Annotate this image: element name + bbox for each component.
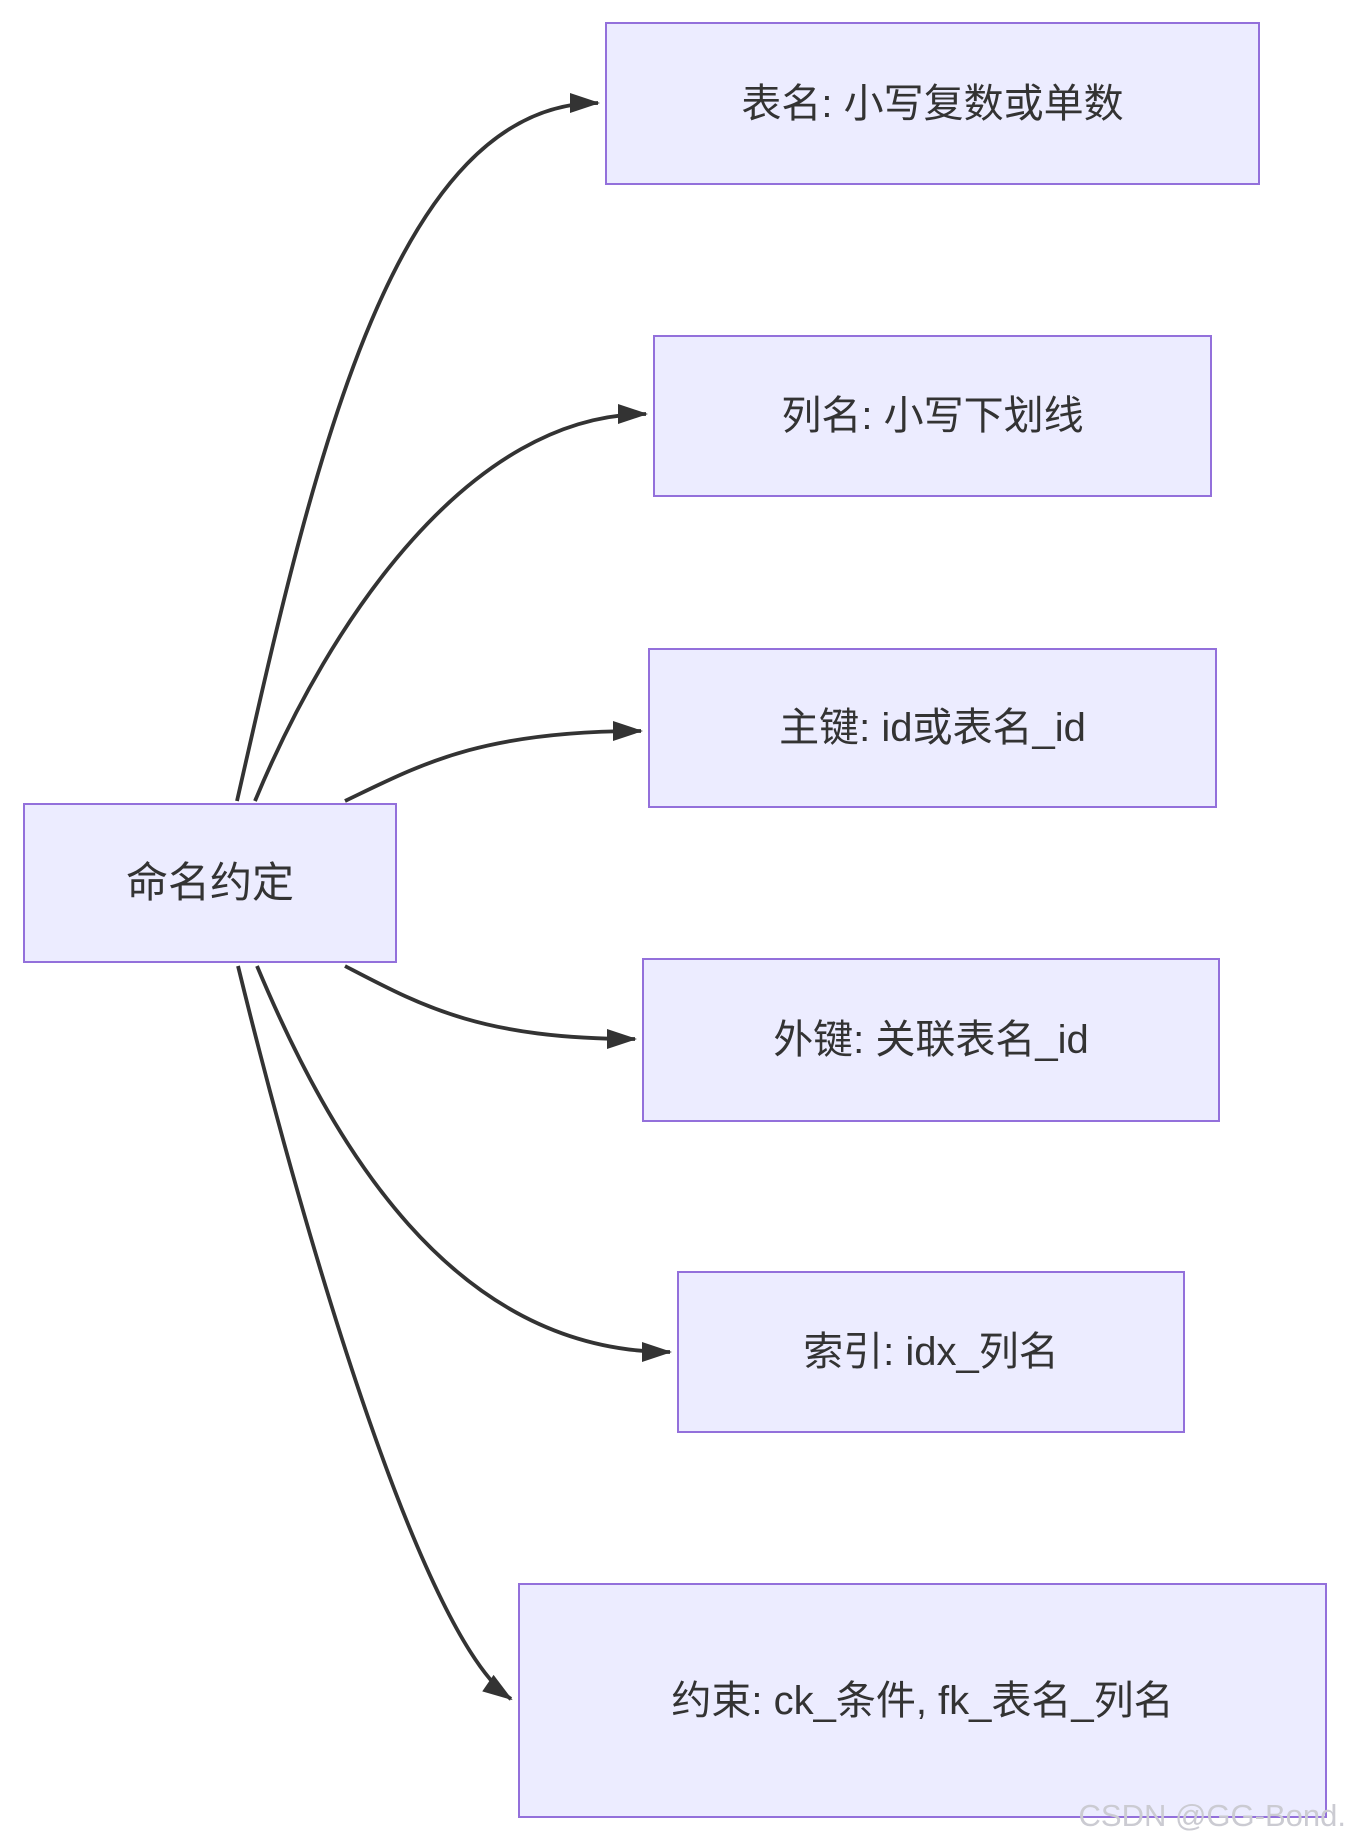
node-table-name: 表名: 小写复数或单数 — [605, 22, 1260, 185]
root-node: 命名约定 — [23, 803, 397, 963]
edge-root-to-table-name — [235, 93, 600, 802]
node-foreign-key: 外键: 关联表名_id — [642, 958, 1220, 1122]
node-constraint: 约束: ck_条件, fk_表名_列名 — [518, 1583, 1327, 1818]
node-primary-key: 主键: id或表名_id — [648, 648, 1217, 808]
node-table-name-label: 表名: 小写复数或单数 — [741, 81, 1124, 126]
root-node-label: 命名约定 — [125, 858, 294, 906]
edge-root-to-primary-key — [344, 721, 643, 803]
edge-root-to-index — [255, 965, 672, 1362]
edge-root-to-constraint — [236, 965, 513, 1701]
node-primary-key-label: 主键: id或表名_id — [779, 706, 1086, 750]
node-column-name: 列名: 小写下划线 — [653, 335, 1212, 497]
edge-root-to-column-name — [253, 404, 648, 802]
node-constraint-label: 约束: ck_条件, fk_表名_列名 — [671, 1678, 1174, 1723]
node-index-label: 索引: idx_列名 — [803, 1330, 1059, 1374]
watermark: CSDN @GG-Bond. — [1078, 1798, 1346, 1833]
edge-root-to-foreign-key — [344, 964, 637, 1049]
node-column-name-label: 列名: 小写下划线 — [781, 394, 1084, 438]
node-foreign-key-label: 外键: 关联表名_id — [773, 1018, 1089, 1062]
node-index: 索引: idx_列名 — [677, 1271, 1185, 1433]
